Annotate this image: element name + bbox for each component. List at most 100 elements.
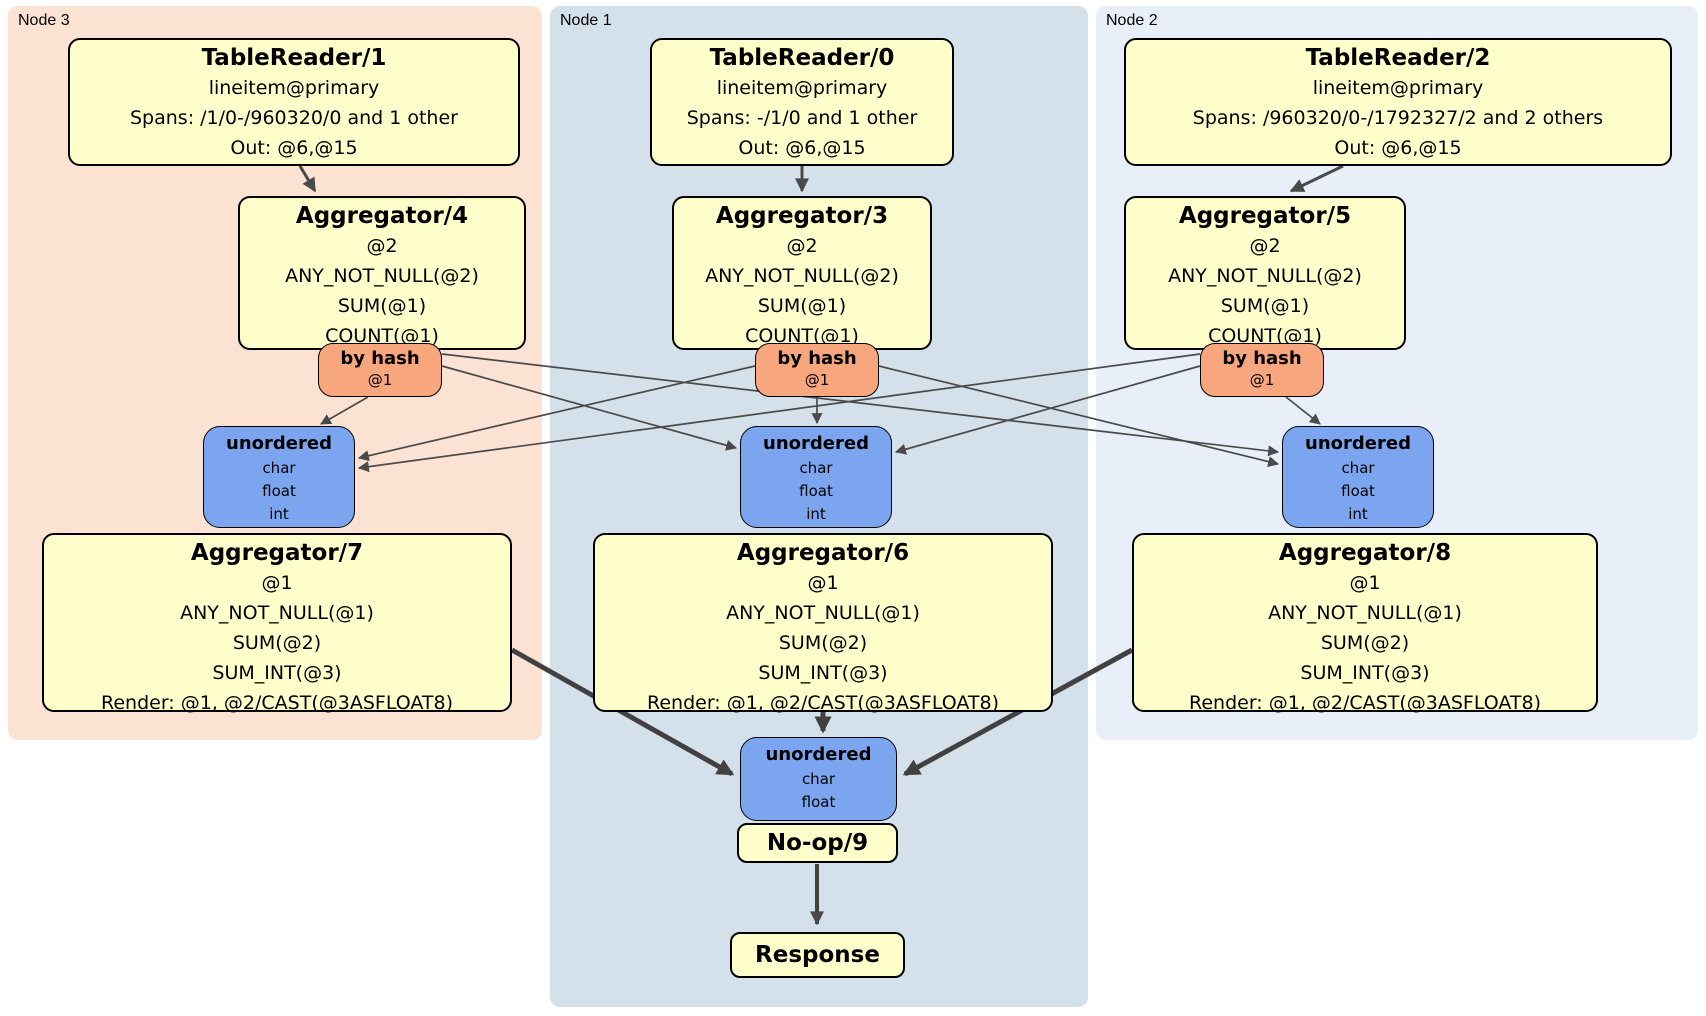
node-line: COUNT(@1)	[745, 325, 859, 347]
router-line: @1	[1249, 371, 1275, 389]
node-title: Aggregator/7	[190, 540, 364, 566]
node-response: Response	[730, 932, 905, 978]
node-line: Out: @6,@15	[1334, 137, 1462, 159]
node-line: Render: @1, @2/CAST(@3ASFLOAT8)	[101, 692, 453, 714]
edge-aggregator8-syncfinal	[902, 647, 1134, 777]
node-line: ANY_NOT_NULL(@2)	[705, 265, 899, 287]
node-title: TableReader/2	[1305, 45, 1491, 71]
router-title: by hash	[340, 348, 420, 369]
sync-line: char	[799, 459, 833, 477]
sync-line: char	[1341, 459, 1375, 477]
sync-line: int	[1348, 505, 1368, 523]
node-line: lineitem@primary	[208, 77, 380, 99]
node-aggregator-6: Aggregator/6 @1 ANY_NOT_NULL(@1) SUM(@2)…	[593, 533, 1053, 714]
node-line: lineitem@primary	[716, 77, 888, 99]
node-title: Aggregator/6	[736, 540, 910, 566]
router-title: by hash	[777, 348, 857, 369]
node-line: ANY_NOT_NULL(@2)	[285, 265, 479, 287]
node-aggregator-4: Aggregator/4 @2 ANY_NOT_NULL(@2) SUM(@1)…	[238, 196, 526, 350]
node-line: SUM(@1)	[337, 295, 427, 317]
node-line: ANY_NOT_NULL(@1)	[180, 602, 374, 624]
node-title: Aggregator/3	[715, 203, 889, 229]
region-node2-label: Node 2	[1106, 12, 1158, 29]
edge-router2-sync2	[1285, 396, 1321, 425]
edge-tablereader1-aggregator4	[298, 165, 317, 193]
sync-title: unordered	[765, 744, 872, 765]
node-line: lineitem@primary	[1312, 77, 1484, 99]
node-noop-9: No-op/9	[737, 823, 898, 863]
node-line: @2	[1249, 235, 1281, 257]
node-title: Aggregator/4	[295, 203, 469, 229]
edge-router2-sync3	[357, 353, 1201, 473]
node-line: Render: @1, @2/CAST(@3ASFLOAT8)	[647, 692, 999, 714]
sync-line: float	[799, 482, 833, 500]
node-title: Aggregator/5	[1178, 203, 1352, 229]
sync-unordered-node2: unordered char float int	[1282, 426, 1434, 528]
node-line: SUM(@2)	[232, 632, 322, 654]
node-line: SUM(@1)	[1220, 295, 1310, 317]
sync-line: float	[801, 793, 836, 811]
node-line: SUM_INT(@3)	[758, 662, 888, 684]
router-line: @1	[367, 371, 393, 389]
sync-line: int	[269, 505, 289, 523]
node-title: TableReader/0	[709, 45, 895, 71]
router-line: @1	[804, 371, 830, 389]
node-line: @1	[807, 572, 839, 594]
node-title: TableReader/1	[201, 45, 387, 71]
node-title: Aggregator/8	[1278, 540, 1452, 566]
node-line: ANY_NOT_NULL(@1)	[726, 602, 920, 624]
sync-line: char	[801, 770, 836, 788]
node-tablereader-2: TableReader/2 lineitem@primary Spans: /9…	[1124, 38, 1672, 166]
node-tablereader-0: TableReader/0 lineitem@primary Spans: -/…	[650, 38, 954, 166]
node-title: No-op/9	[766, 830, 869, 856]
sync-title: unordered	[226, 433, 332, 454]
node-aggregator-8: Aggregator/8 @1 ANY_NOT_NULL(@1) SUM(@2)…	[1132, 533, 1598, 714]
node-line: SUM(@2)	[1320, 632, 1410, 654]
region-node3-label: Node 3	[18, 12, 70, 29]
sync-title: unordered	[1305, 433, 1411, 454]
node-line: Spans: /1/0-/960320/0 and 1 other	[130, 107, 458, 129]
node-aggregator-5: Aggregator/5 @2 ANY_NOT_NULL(@2) SUM(@1)…	[1124, 196, 1406, 350]
router-title: by hash	[1222, 348, 1302, 369]
node-line: ANY_NOT_NULL(@1)	[1268, 602, 1462, 624]
node-line: Spans: -/1/0 and 1 other	[686, 107, 918, 129]
node-line: COUNT(@1)	[325, 325, 439, 347]
router-by-hash-node2: by hash @1	[1200, 343, 1324, 397]
node-line: Spans: /960320/0-/1792327/2 and 2 others	[1192, 107, 1604, 129]
node-line: ANY_NOT_NULL(@2)	[1168, 265, 1362, 287]
sync-line: float	[262, 482, 296, 500]
node-line: SUM_INT(@3)	[212, 662, 342, 684]
sync-unordered-node1: unordered char float int	[740, 426, 892, 528]
sync-unordered-final: unordered char float	[740, 737, 897, 821]
edge-router2-sync1	[894, 365, 1201, 455]
node-line: @1	[1349, 572, 1381, 594]
node-line: SUM(@1)	[757, 295, 847, 317]
edge-aggregator7-syncfinal	[510, 647, 735, 777]
node-tablereader-1: TableReader/1 lineitem@primary Spans: /1…	[68, 38, 520, 166]
node-line: COUNT(@1)	[1208, 325, 1322, 347]
edge-router3-sync2	[441, 353, 1280, 457]
node-aggregator-3: Aggregator/3 @2 ANY_NOT_NULL(@2) SUM(@1)…	[672, 196, 932, 350]
edge-router3-sync3	[320, 396, 369, 425]
node-line: SUM(@2)	[778, 632, 868, 654]
edge-router1-sync3	[357, 365, 756, 462]
edge-router3-sync1	[441, 365, 738, 451]
sync-line: char	[262, 459, 296, 477]
node-line: @2	[366, 235, 398, 257]
sync-unordered-node3: unordered char float int	[203, 426, 355, 528]
edge-router1-sync2	[878, 365, 1280, 467]
edge-tablereader2-aggregator5	[1289, 164, 1344, 193]
node-line: Out: @6,@15	[230, 137, 358, 159]
node-title: Response	[755, 942, 880, 968]
region-node1-label: Node 1	[560, 12, 612, 29]
sync-line: int	[806, 505, 826, 523]
sync-line: float	[1341, 482, 1375, 500]
node-line: Out: @6,@15	[738, 137, 866, 159]
node-line: @1	[261, 572, 293, 594]
node-line: SUM_INT(@3)	[1300, 662, 1430, 684]
node-line: Render: @1, @2/CAST(@3ASFLOAT8)	[1189, 692, 1541, 714]
sync-title: unordered	[763, 433, 869, 454]
node-line: @2	[786, 235, 818, 257]
